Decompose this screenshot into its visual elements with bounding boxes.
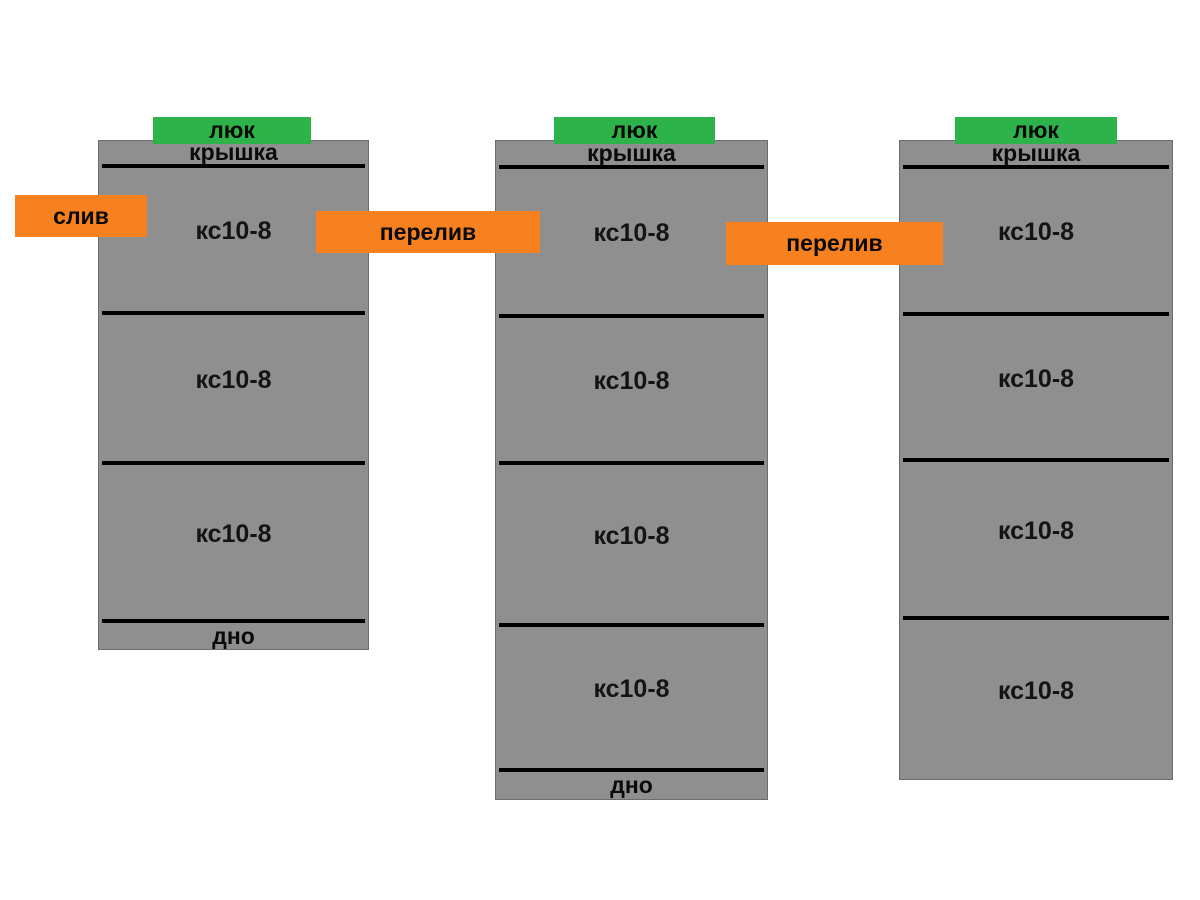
bottom-label: дно — [212, 622, 255, 649]
ring-label: кс10-8 — [195, 365, 272, 394]
well-3: крышка кс10-8 кс10-8 кс10-8 кс10-8 — [899, 140, 1173, 780]
ring-segment: кс10-8 — [99, 168, 368, 311]
ring-segment: кс10-8 — [99, 315, 368, 461]
ring-label: кс10-8 — [593, 521, 670, 550]
ring-segment: кс10-8 — [496, 169, 767, 314]
well-2: крышка кс10-8 кс10-8 кс10-8 кс10-8 дно — [495, 140, 768, 800]
cover-label: крышка — [189, 139, 278, 166]
ring-label: кс10-8 — [997, 677, 1075, 705]
divider-line — [499, 623, 764, 628]
ring-segment: кс10-8 — [900, 316, 1172, 458]
cover-label: крышка — [587, 139, 676, 166]
ring-label: кс10-8 — [997, 364, 1075, 393]
ring-segment: кс10-8 — [496, 318, 767, 461]
divider-line — [102, 311, 365, 316]
ring-segment: кс10-8 — [99, 465, 368, 619]
divider-line — [903, 458, 1169, 462]
hatch-label: люк — [955, 117, 1117, 144]
ring-segment: кс10-8 — [496, 465, 767, 623]
divider-line — [499, 768, 764, 773]
ring-label: кс10-8 — [195, 519, 272, 548]
ring-segment: кс10-8 — [900, 169, 1172, 312]
divider-line — [102, 461, 365, 466]
bottom-label: дно — [610, 772, 653, 799]
ring-segment: кс10-8 — [496, 627, 767, 768]
ring-segment: кс10-8 — [900, 620, 1172, 779]
divider-line — [903, 616, 1169, 620]
ring-label: кс10-8 — [593, 367, 670, 396]
ring-label: кс10-8 — [195, 217, 272, 246]
ring-label: кс10-8 — [593, 675, 670, 704]
divider-line — [903, 165, 1169, 169]
divider-line — [499, 461, 764, 466]
overflow-label: перелив — [726, 222, 943, 265]
ring-segment: кс10-8 — [900, 462, 1172, 616]
divider-line — [102, 164, 365, 169]
cover-label: крышка — [991, 139, 1081, 166]
divider-line — [499, 314, 764, 319]
ring-label: кс10-8 — [997, 516, 1075, 545]
divider-line — [102, 619, 365, 624]
divider-line — [499, 165, 764, 170]
hatch-label: люк — [153, 117, 311, 144]
ring-label: кс10-8 — [997, 218, 1075, 246]
drain-label: слив — [15, 195, 147, 237]
overflow-label: перелив — [316, 211, 540, 253]
divider-line — [903, 312, 1169, 316]
ring-label: кс10-8 — [593, 219, 670, 248]
hatch-label: люк — [554, 117, 715, 144]
